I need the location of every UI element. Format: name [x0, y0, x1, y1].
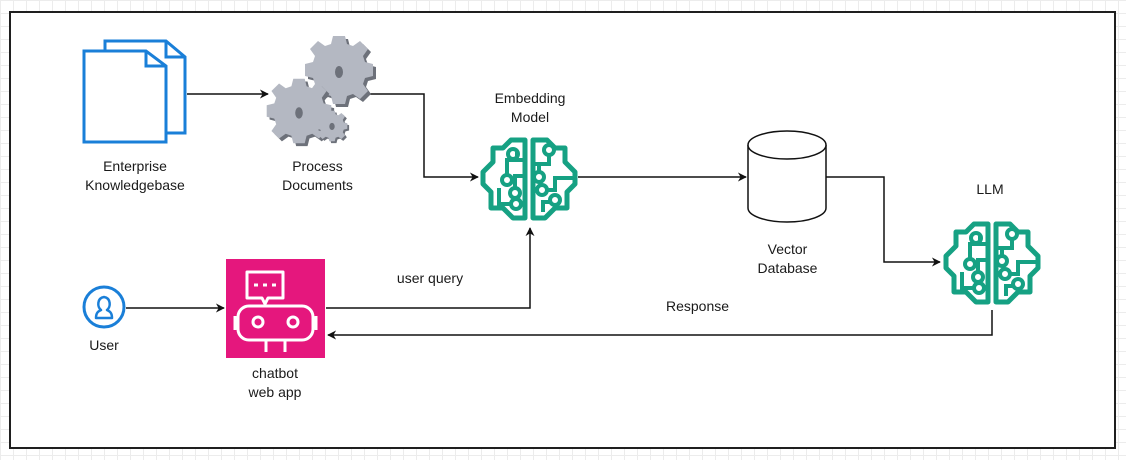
edge-process-to-embedding: [368, 93, 479, 182]
brain-circuit-icon[interactable]: [483, 140, 575, 218]
node-label-process: Process Documents: [282, 158, 353, 193]
edge-llm-to-chatbot: [327, 310, 993, 340]
node-label-user: User: [89, 337, 119, 353]
node-label-embedding: Embedding Model: [494, 90, 566, 125]
user-icon[interactable]: [82, 285, 126, 329]
diagram-canvas: [9, 11, 1116, 449]
chatbot-icon[interactable]: [226, 259, 325, 358]
database-cylinder-icon[interactable]: [747, 130, 827, 223]
node-label-knowledgebase: Enterprise Knowledgebase: [85, 158, 185, 193]
edge-label-response: Response: [665, 298, 730, 314]
gears-icon[interactable]: [266, 36, 376, 147]
edge-chatbot-to-embedding: [326, 227, 535, 309]
node-label-vectordb: Vector Database: [757, 241, 818, 276]
brain-circuit-icon[interactable]: [946, 224, 1038, 302]
node-label-llm: LLM: [976, 181, 1004, 197]
node-label-chatbot: chatbot web app: [248, 365, 302, 400]
documents-icon[interactable]: [82, 39, 187, 144]
edge-vectordb-to-llm: [826, 176, 941, 267]
edge-label-user-query: user query: [396, 270, 464, 286]
